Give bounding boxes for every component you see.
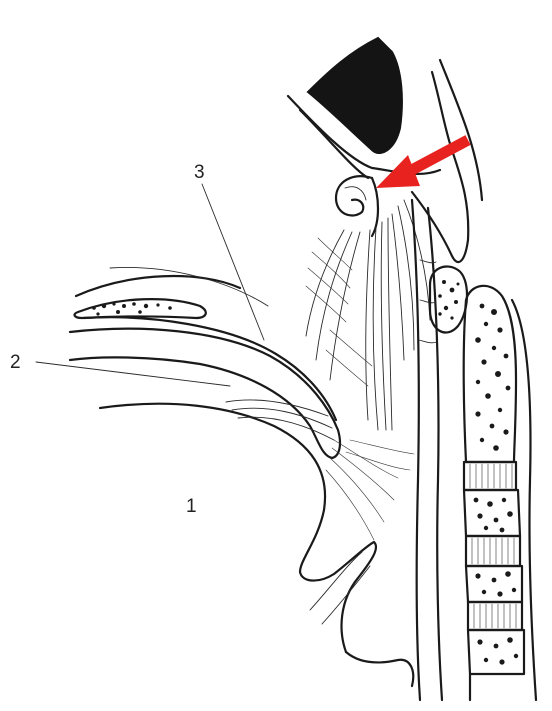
pharyngeal-wall — [412, 200, 442, 700]
label-2: 2 — [10, 352, 21, 373]
label-1: 1 — [186, 496, 197, 517]
tongue — [100, 400, 414, 686]
dark-cavity — [308, 38, 402, 153]
soft-palate — [70, 317, 340, 458]
label-3: 3 — [194, 162, 205, 183]
hook-structure — [336, 176, 378, 236]
cervical-spine — [464, 300, 536, 700]
muscle-fibers — [306, 200, 430, 430]
hard-palate — [75, 267, 268, 318]
vertebra-c2 — [464, 286, 516, 462]
